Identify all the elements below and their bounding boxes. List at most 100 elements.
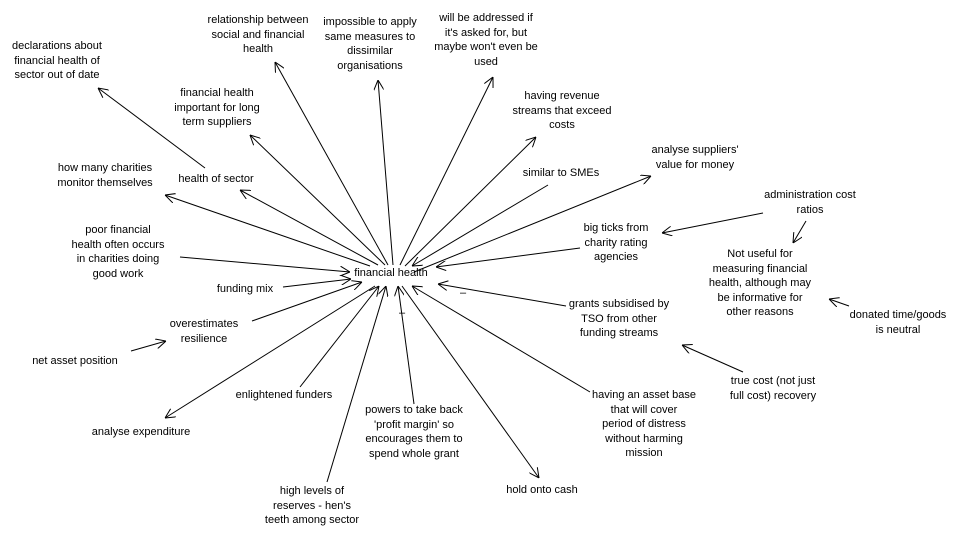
node-text: analyse suppliers'	[651, 144, 739, 156]
node-text: 'profit margin' so	[373, 418, 454, 431]
node-text: period of distress	[602, 418, 686, 430]
node-text: it's asked for, but	[444, 26, 528, 39]
arrow-asset-base-to-hub	[412, 286, 591, 393]
node-analyse-expenditure[interactable]: analyse expenditure	[92, 425, 190, 440]
node-text: without harming	[605, 432, 683, 445]
node-text: term suppliers	[182, 116, 252, 128]
arrow-hub-to-impossible	[378, 80, 394, 266]
node-hold-cash[interactable]: hold onto cash	[506, 483, 578, 498]
node-text: measuring financial	[712, 262, 808, 275]
node-text: organisations	[337, 59, 403, 72]
node-text: overestimates	[169, 318, 239, 330]
node-health-of-sector[interactable]: health of sector	[178, 172, 253, 187]
node-text: relationship between	[207, 14, 309, 26]
node-true-cost[interactable]: true cost (not just full cost) recovery	[730, 374, 816, 403]
negative-sign-powers: –	[399, 307, 406, 319]
node-text: good work	[92, 267, 144, 280]
node-enlightened[interactable]: enlightened funders	[236, 388, 333, 403]
node-text: monitor themselves	[57, 176, 153, 189]
node-text: health, although may	[708, 277, 812, 289]
arrow-true-cost-to-grants	[682, 345, 744, 373]
node-asset-base[interactable]: having an asset base that will cover perio…	[592, 388, 696, 461]
arrow-powers-to-hub	[398, 286, 415, 405]
arrow-funding-mix-to-hub	[282, 279, 351, 288]
node-text: mission	[625, 447, 663, 459]
arrow-hub-to-addressed	[399, 77, 493, 266]
arrow-big-ticks-to-hub	[436, 247, 581, 267]
node-admin-cost[interactable]: administration cost ratios	[764, 188, 856, 217]
node-text: ratios	[796, 203, 824, 216]
node-text: streams that exceed	[512, 104, 612, 117]
arrow-hub-to-relationship	[275, 62, 389, 266]
arrow-admin-to-big-ticks	[662, 212, 764, 233]
node-text: administration cost	[764, 189, 856, 201]
arrow-grants-to-hub	[438, 284, 567, 307]
node-how-many[interactable]: how many charities monitor themselves	[57, 161, 152, 190]
node-text: in charities doing	[76, 253, 160, 265]
arrow-hub-to-health-of-sector	[240, 190, 379, 266]
node-text: grants subsidised by	[568, 298, 670, 310]
arrow-hub-to-how-many	[165, 195, 371, 267]
node-smes[interactable]: similar to SMEs	[523, 166, 599, 181]
arrow-overestimates-to-hub	[251, 282, 362, 322]
node-text: health of sector	[178, 173, 254, 185]
node-overestimates[interactable]: overestimates resilience	[170, 317, 238, 346]
node-text: funding streams	[579, 327, 659, 339]
node-value-for-money[interactable]: analyse suppliers'value for money	[651, 143, 738, 172]
arrow-admin-to-not-useful	[793, 220, 807, 243]
node-text: similar to SMEs	[522, 167, 600, 179]
node-text: agencies	[593, 251, 639, 263]
node-text: sector out of date	[14, 69, 100, 81]
node-text: used	[474, 55, 498, 68]
node-text: charity rating	[584, 236, 648, 249]
node-text: how many charities	[57, 162, 153, 174]
node-text: true cost (not just	[730, 375, 816, 387]
arrow-hub-to-revenue	[404, 137, 536, 267]
node-text: enlightened funders	[235, 389, 333, 401]
arrow-smes-to-hub	[412, 184, 549, 266]
central-node[interactable]: financial health	[354, 266, 427, 281]
arrow-donated-to-not-useful	[829, 299, 850, 306]
node-text: donated time/goods	[849, 309, 947, 321]
node-text: hold onto cash	[506, 484, 578, 496]
node-text: costs	[549, 119, 575, 131]
node-text: that will cover	[610, 403, 678, 416]
node-text: full cost) recovery	[729, 389, 817, 402]
node-text: other reasons	[726, 306, 794, 318]
node-funding-mix[interactable]: funding mix	[217, 282, 273, 297]
node-text: maybe won't even be	[434, 41, 538, 53]
arrow-hub-to-analyse-expenditure	[165, 285, 376, 418]
arrow-poor-health-to-hub	[179, 256, 350, 272]
node-text: poor financial	[85, 224, 151, 236]
node-text: resilience	[180, 332, 228, 345]
node-text: powers to take back	[365, 404, 463, 416]
node-text: net asset position	[32, 355, 118, 367]
node-text: having an asset base	[592, 389, 696, 401]
node-text: impossible to apply	[323, 16, 417, 28]
node-text: important for long	[174, 101, 260, 114]
node-net-asset[interactable]: net asset position	[32, 354, 118, 369]
arrow-hub-to-suppliers-long-term	[250, 135, 386, 266]
node-text: health	[243, 43, 273, 55]
node-text: declarations about	[12, 40, 102, 52]
node-text: high levels of	[279, 485, 345, 497]
arrow-health-of-sector-to-declarations	[98, 88, 206, 169]
arrow-net-asset-to-overestimates	[130, 341, 166, 352]
node-text: be informative for	[717, 291, 803, 304]
node-text: analyse expenditure	[91, 426, 191, 438]
